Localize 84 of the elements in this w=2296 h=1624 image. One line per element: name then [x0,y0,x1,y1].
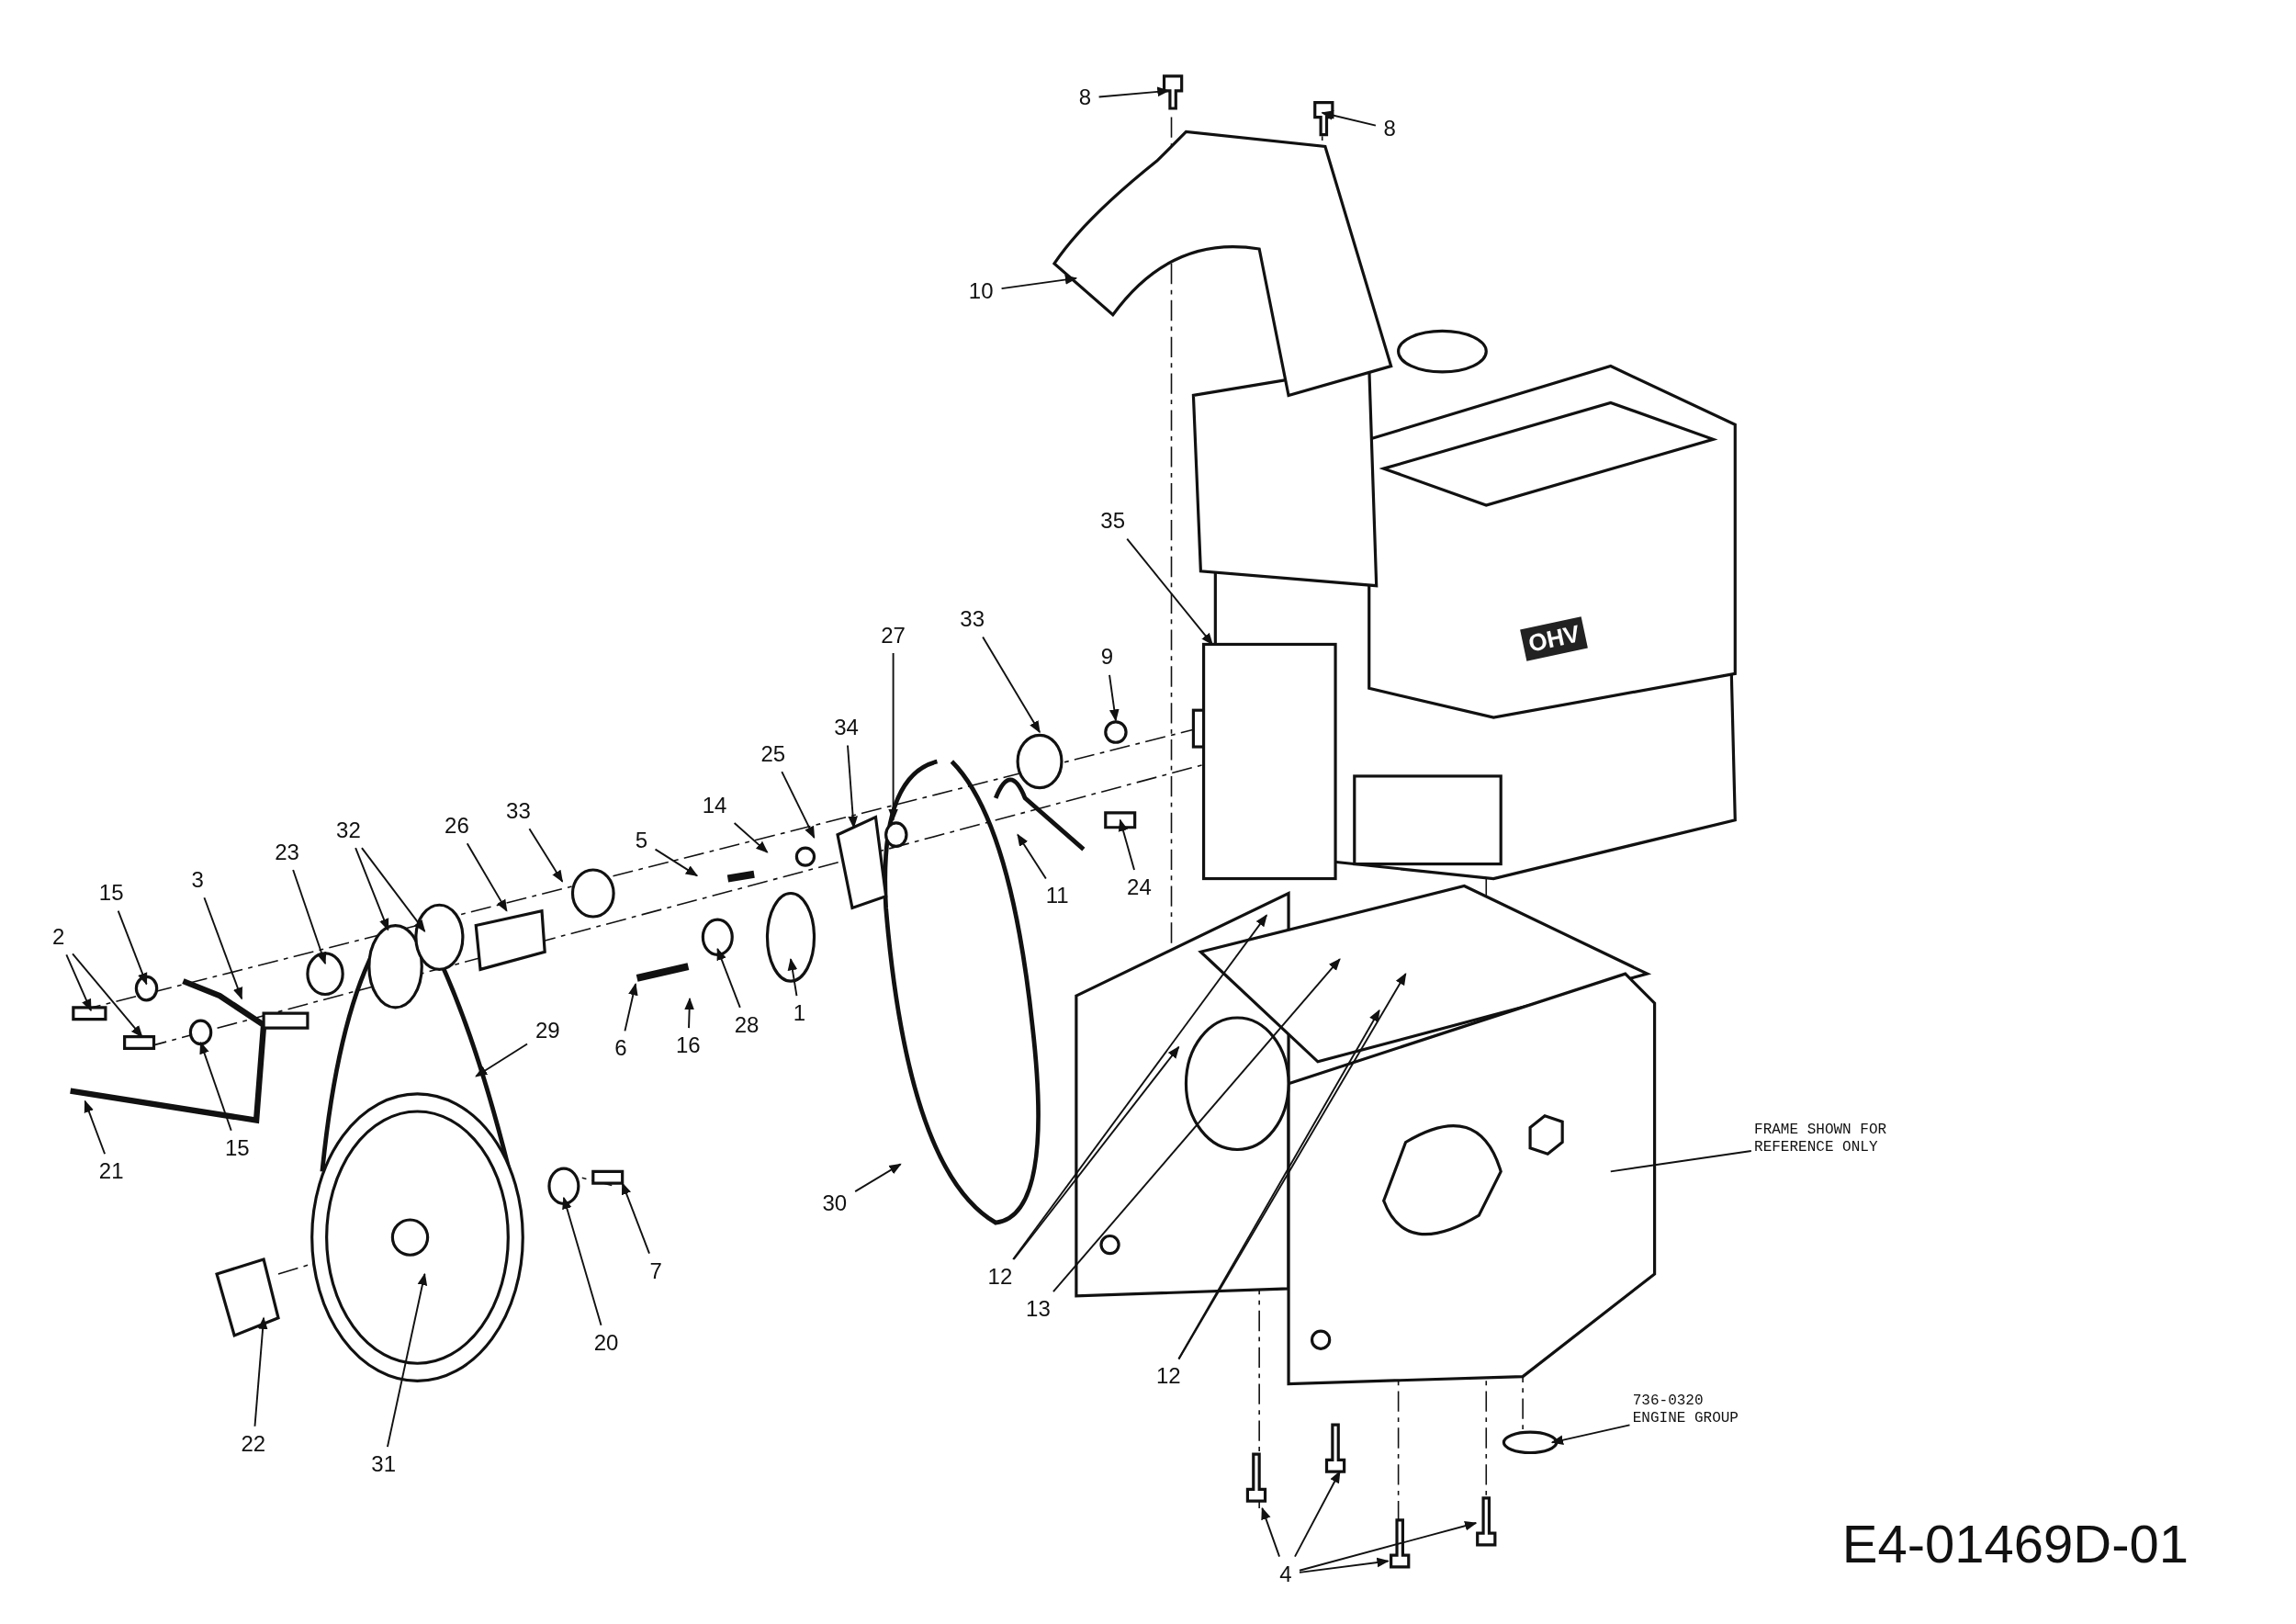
leader-line [1000,275,1078,290]
leader-line [787,957,798,998]
callout-number: 5 [630,826,653,856]
callout-number: 8 [1074,83,1097,113]
leader-line [1321,110,1377,127]
leader-line [1097,86,1170,98]
callout-number: 33 [501,796,536,827]
note-text: 736-0320 ENGINE GROUP [1632,1390,1759,1431]
callout-number: 7 [645,1257,668,1286]
callout-number: 35 [1095,506,1131,536]
callout-number: 10 [963,276,999,307]
callout-number: 33 [954,604,990,635]
leader-line [847,744,858,829]
leader-line [386,1272,428,1449]
callout-number: 3 [186,865,209,896]
callout-number: 9 [1096,642,1119,672]
note-text: FRAME SHOWN FOR REFERENCE ONLY [1754,1119,1907,1160]
leader-line [528,828,564,883]
leader-line [1294,1471,1341,1558]
leader-line [1299,1520,1478,1572]
callout-number: 11 [1040,881,1075,911]
leader-line [253,1316,268,1427]
callout-number: 15 [219,1133,255,1163]
drawing-number: E4-01469D-01 [1841,1517,2189,1571]
callout-number: 4 [1274,1560,1297,1589]
leader-line [781,771,816,840]
leader-line [562,1196,602,1326]
callout-number: 21 [94,1156,129,1187]
callout-number: 23 [269,838,305,867]
callout-number: 13 [1020,1294,1056,1325]
callout-number: 14 [696,790,733,820]
callout-number: 1 [788,998,811,1029]
leader-line [72,953,143,1038]
leader-line [466,842,508,912]
leader-line [1109,674,1120,722]
leader-line [203,897,243,1000]
leader-line [716,947,741,1009]
callout-number: 22 [235,1429,271,1459]
leader-line [1012,1045,1180,1260]
leader-line [1052,958,1341,1293]
callout-number: 16 [670,1031,706,1061]
leader-line [65,953,92,1012]
leader-line [1118,818,1135,871]
callout-number: 31 [366,1449,401,1480]
callout-number: 28 [729,1010,765,1040]
leader-line [1299,1557,1390,1573]
leader-line [292,869,327,965]
leader-line [84,1100,107,1156]
leader-line [1609,1150,1752,1173]
callout-number: 12 [1151,1361,1187,1392]
callout-number: 2 [47,922,70,953]
leader-line [684,997,694,1030]
leader-line [624,983,638,1032]
callout-number: 27 [875,621,911,650]
callout-number: 20 [588,1328,625,1358]
leader-line [1017,833,1047,880]
leader-line [888,652,898,822]
callout-number: 26 [439,811,475,841]
leader-line [355,847,389,931]
leader-line [1177,1009,1380,1360]
leader-line [361,847,426,932]
callout-number: 30 [816,1189,852,1219]
leader-line [475,1043,528,1077]
leader-line [621,1181,650,1255]
leader-line [854,1163,902,1192]
leader-line [654,848,699,877]
callout-number: 15 [94,878,129,908]
leader-line [1550,1424,1631,1445]
callout-number: 6 [610,1033,632,1064]
leader-line [117,909,148,986]
leader-line [982,636,1041,734]
leader-line [199,1041,232,1132]
callout-number: 25 [755,739,791,770]
callout-number: 24 [1121,873,1157,903]
leader-line [733,822,769,853]
callout-number: 34 [828,713,864,743]
callout-number: 8 [1379,114,1401,144]
leader-line [1126,537,1214,646]
callout-number: 29 [530,1016,566,1046]
leader-line [1261,1506,1280,1558]
leader-line [1177,973,1407,1360]
callout-number: 12 [982,1262,1019,1292]
callout-number: 32 [331,816,366,845]
leader-line [1012,914,1268,1260]
